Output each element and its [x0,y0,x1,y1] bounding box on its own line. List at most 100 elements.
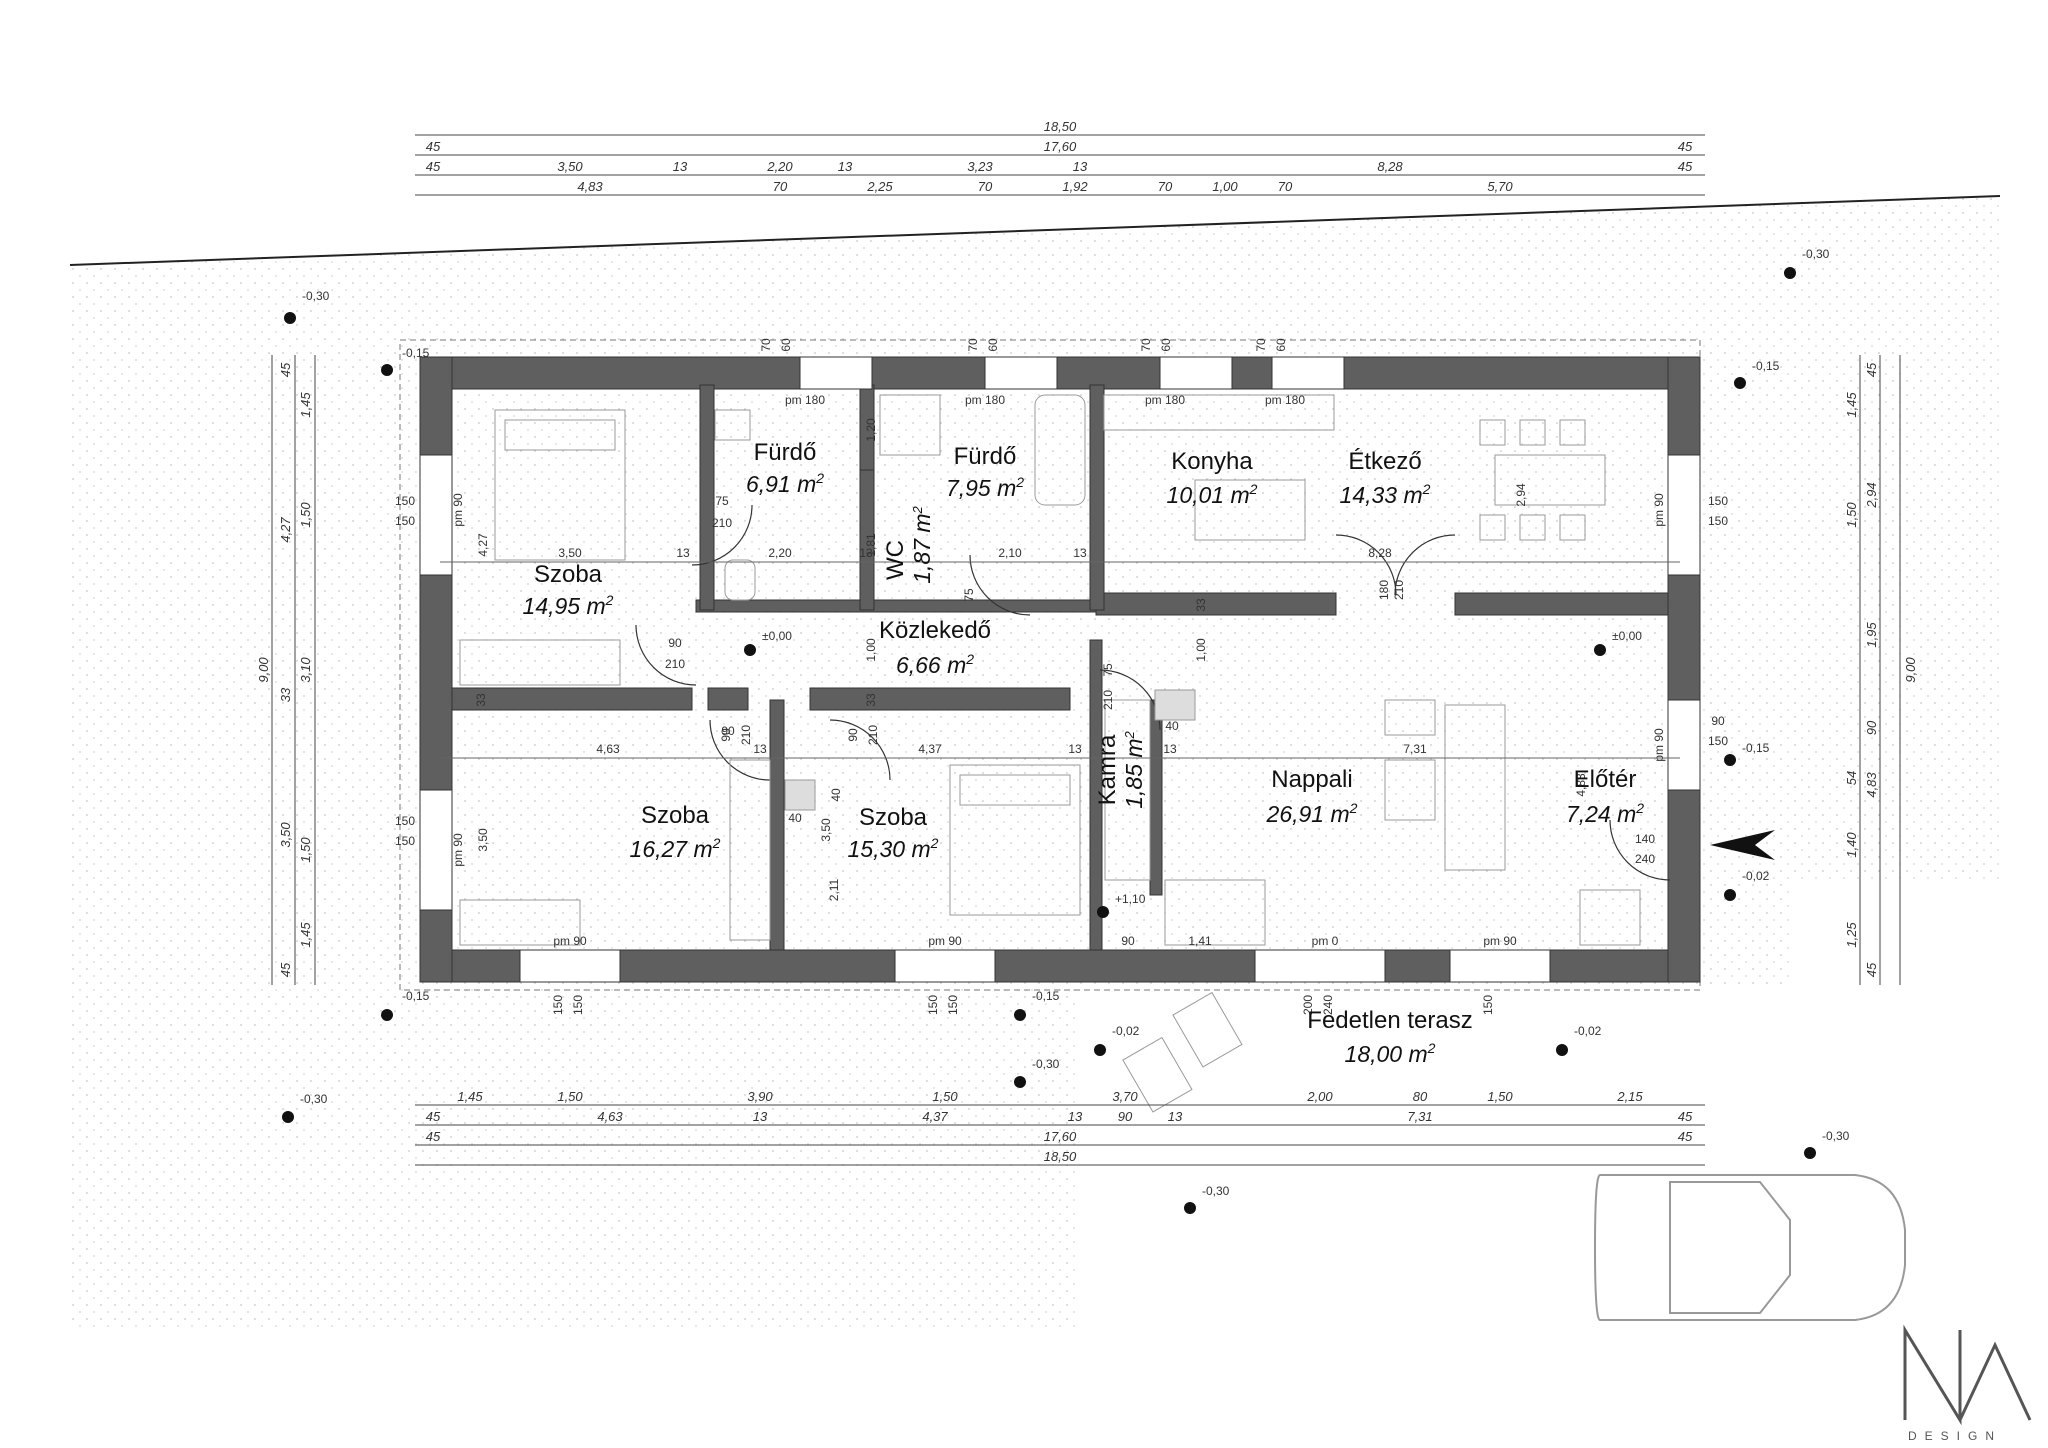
room-name-furdo-1: Fürdő [754,439,817,466]
interior-dim: 1,20 [864,418,878,442]
interior-dim: 13 [753,742,767,756]
level-marker-icon: +1,10 [1097,892,1146,918]
window-dim: 150 [395,514,415,528]
left-dim: 3,10 [298,657,313,683]
level-value: -0,02 [1742,869,1770,883]
window-label: pm 90 [1483,934,1517,948]
left-dim: 1,50 [298,837,313,863]
wardrobe-3 [729,759,771,941]
level-marker-icon: -0,15 [1734,359,1780,389]
level-value: +1,10 [1115,892,1146,906]
bottom-dim: 2,00 [1306,1089,1333,1104]
level-value: -0,30 [1802,247,1830,261]
room-area-kamra: 1,85 m2 [1121,730,1147,808]
right-dim: 45 [1864,362,1879,377]
window-dim: 60 [986,338,1000,352]
window-label: pm 90 [451,493,465,527]
bottom-dim: 2,15 [1616,1089,1643,1104]
level-marker-icon: -0,15 [381,346,430,376]
room-name-szoba-1: Szoba [534,561,603,588]
left-dim: 4,27 [278,517,293,543]
window-label: pm 180 [965,393,1005,407]
level-marker-icon: -0,30 [1784,247,1830,279]
room-name-szoba-2: Szoba [641,802,710,829]
windows [419,356,1701,983]
sink-1 [714,409,751,441]
column [784,779,816,811]
level-marker-icon: ±0,00 [744,629,792,656]
level-marker-icon: -0,02 [1094,1024,1140,1056]
interior-dim: 40 [788,811,802,825]
level-markers: -0,30 -0,30 -0,15 -0,15 ±0,00 ±0,00 -0,1… [282,247,1850,1214]
room-area-eloter: 7,24 m2 [1566,800,1644,827]
right-dim: 1,40 [1844,832,1859,858]
bottom-dim: 13 [1168,1109,1183,1124]
window-dims: 70 60 70 60 70 60 70 60 150 150 150 150 … [395,338,1728,1015]
window-label: pm 90 [1652,728,1666,762]
toilet-1 [724,559,756,601]
interior-dim: 210 [712,516,732,530]
interior-dim: 2,20 [768,546,792,560]
level-value: -0,30 [1032,1057,1060,1071]
top-dim: 45 [426,159,441,174]
shower [879,394,941,456]
top-dim: 2,25 [866,179,893,194]
dimension-lines [271,134,1901,1166]
top-dim: 4,83 [577,179,603,194]
window-dim: 150 [1708,494,1728,508]
room-area-szoba-1: 14,95 m2 [523,592,614,619]
window-label: pm 90 [1652,493,1666,527]
room-name-etkezo: Étkező [1348,448,1421,475]
room-area-furdo-2: 7,95 m2 [946,474,1024,501]
interior-dim: 4,37 [918,742,942,756]
interior-dim: 33 [1194,598,1208,612]
right-dim: 2,94 [1864,482,1879,508]
window-labels: pm 180 pm 180 pm 180 pm 180 pm 90 pm 90 … [451,393,1666,948]
kitchen-counter [1103,394,1335,431]
interior-dim: 90 [846,728,860,742]
window-dim: 70 [966,338,980,352]
sofa [1444,704,1506,871]
interior-dim: 13 [676,546,690,560]
interior-dim: 8,28 [1368,546,1392,560]
top-dim: 45 [426,139,441,154]
room-area-szoba-2: 16,27 m2 [630,835,721,862]
interior-dim: 4,83 [1574,773,1588,797]
left-dim-total: 9,00 [256,657,271,683]
coffee-table [1384,759,1436,821]
level-value: -0,30 [300,1092,328,1106]
interior-dim: 1,41 [1188,934,1212,948]
interior-dimensions: 3,50 13 2,20 13 2,10 13 8,28 4,63 13 4,3… [395,418,1728,1015]
window-dim: 70 [759,338,773,352]
window-dim: 150 [395,834,415,848]
right-dim: 1,45 [1844,392,1859,418]
logo-text: DESIGN [1908,1429,2002,1443]
bottom-dim: 1,50 [932,1089,958,1104]
bottom-dim: 17,60 [1044,1129,1077,1144]
interior-dim: 3,50 [476,828,490,852]
level-marker-icon: -0,30 [1014,1057,1060,1088]
level-marker-icon: -0,30 [282,1092,328,1123]
bottom-dim: 1,50 [557,1089,583,1104]
entry-cabinet [1579,889,1641,946]
left-dim: 45 [278,362,293,377]
stairs [1104,699,1151,881]
window-label: pm 180 [1265,393,1305,407]
right-dim: 54 [1844,771,1859,785]
bottom-dim: 13 [753,1109,768,1124]
brand-logo: DESIGN [1903,1324,2032,1443]
interior-dim: 200 [1301,995,1315,1015]
top-dim: 70 [978,179,993,194]
top-dim: 1,00 [1212,179,1238,194]
window-dim: 70 [1254,338,1268,352]
top-dim: 17,60 [1044,139,1077,154]
right-dim: 1,25 [1844,922,1859,948]
level-value: -0,15 [402,346,430,360]
interior-dim: 13 [1163,742,1177,756]
kitchen-island [1194,479,1306,541]
interior-dim: 180 [1377,580,1391,600]
level-marker-icon: -0,02 [1556,1024,1602,1056]
window-dim: 150 [571,995,585,1015]
level-marker-icon: ±0,00 [1594,629,1642,656]
interior-dim: 90 [1121,934,1135,948]
